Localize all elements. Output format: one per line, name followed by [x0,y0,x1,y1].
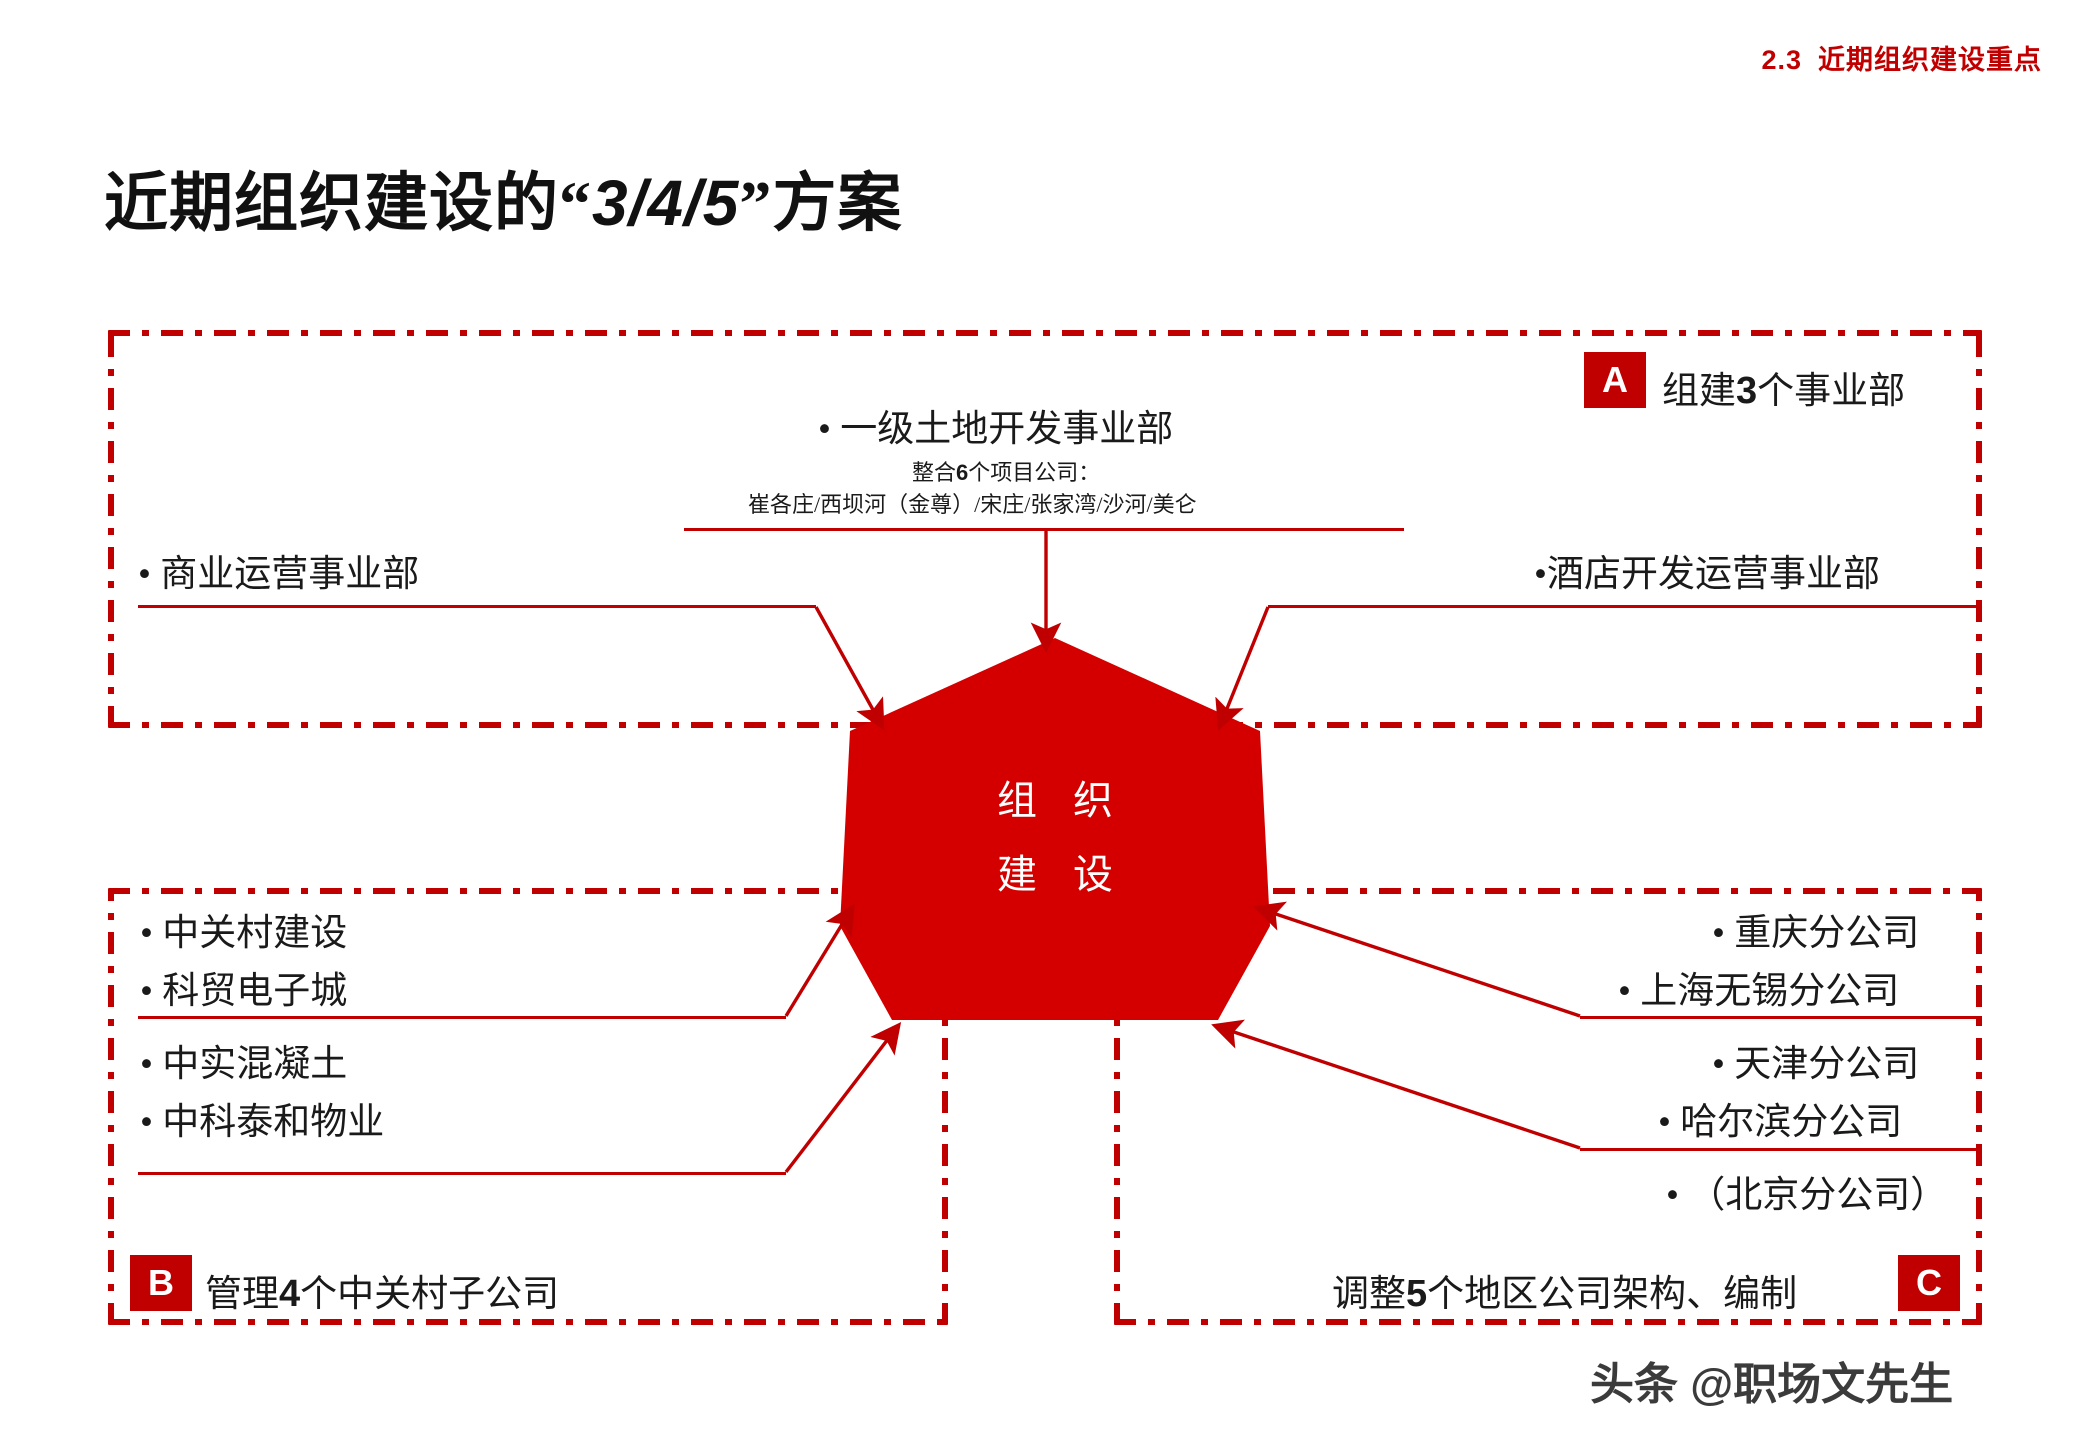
list-item: • 中关村建设 [140,913,348,954]
list-item: • 重庆分公司 [1712,913,1920,954]
section-b-label: 管理4个中关村子公司 [205,1263,559,1317]
node-commercial-division: • 商业运营事业部 [138,554,420,595]
section-a-label-suffix: 个事业部 [1757,371,1906,412]
connector-underline-center [684,528,1404,531]
connector-underline-right-top [1268,605,1982,608]
title-quote-close: ” [739,168,773,239]
title-code: 3/4/5 [592,167,740,239]
section-c-label-suffix: 个地区公司架构、编制 [1427,1274,1798,1315]
center-heptagon [840,638,1270,1020]
list-item: • 中科泰和物业 [140,1102,385,1143]
section-c-label-prefix: 调整 [1332,1274,1406,1315]
list-item: • 天津分公司 [1712,1044,1920,1085]
section-b-label-prefix: 管理 [205,1274,279,1315]
connector-underline-left-top [138,605,816,608]
connector-underline-left-bottom [138,1172,786,1175]
section-a-label-number: 3 [1736,370,1758,412]
badge-c: C [1898,1255,1960,1311]
connector-underline-right-mid [1580,1016,1982,1019]
node-hotel-division: •酒店开发运营事业部 [1534,554,1880,595]
title-prefix: 近期组织建设的 [104,168,559,239]
list-item: • （北京分公司） [1666,1175,1948,1216]
section-b-label-number: 4 [279,1273,301,1315]
section-c-label: 调整5个地区公司架构、编制 [1332,1263,1797,1317]
section-number: 2.3 [1761,45,1802,75]
node-top-company-list: 崔各庄/西坝河（金尊）/宋庄/张家湾/沙河/美仑 [748,492,1197,517]
list-item: • 科贸电子城 [140,971,348,1012]
badge-b: B [130,1255,192,1311]
node-top-subtitle: 整合6个项目公司： [912,455,1100,487]
title-suffix: 方案 [772,168,903,239]
subtitle-suffix: 个项目公司： [968,460,1101,485]
badge-a: A [1584,352,1646,408]
subtitle-prefix: 整合 [912,460,957,485]
slide-section-tag: 2.3 近期组织建设重点 [1761,38,2042,77]
list-item: • 哈尔滨分公司 [1658,1102,1903,1143]
section-a-label-prefix: 组建 [1662,371,1736,412]
node-top-division: • 一级土地开发事业部 [818,409,1174,450]
section-title: 近期组织建设重点 [1818,45,2042,75]
list-item: • 中实混凝土 [140,1044,348,1085]
page-title: 近期组织建设的“3/4/5”方案 [104,152,902,244]
section-c-label-number: 5 [1406,1273,1428,1315]
list-item: • 上海无锡分公司 [1618,971,1900,1012]
watermark: 头条 @职场文先生 [1590,1360,1954,1409]
title-quote-open: “ [559,168,592,239]
subtitle-number: 6 [956,460,969,485]
section-a-label: 组建3个事业部 [1662,360,1905,414]
connector-underline-left-mid [138,1016,786,1019]
connector-underline-right-bottom [1580,1148,1982,1151]
section-b-label-suffix: 个中关村子公司 [300,1274,560,1315]
